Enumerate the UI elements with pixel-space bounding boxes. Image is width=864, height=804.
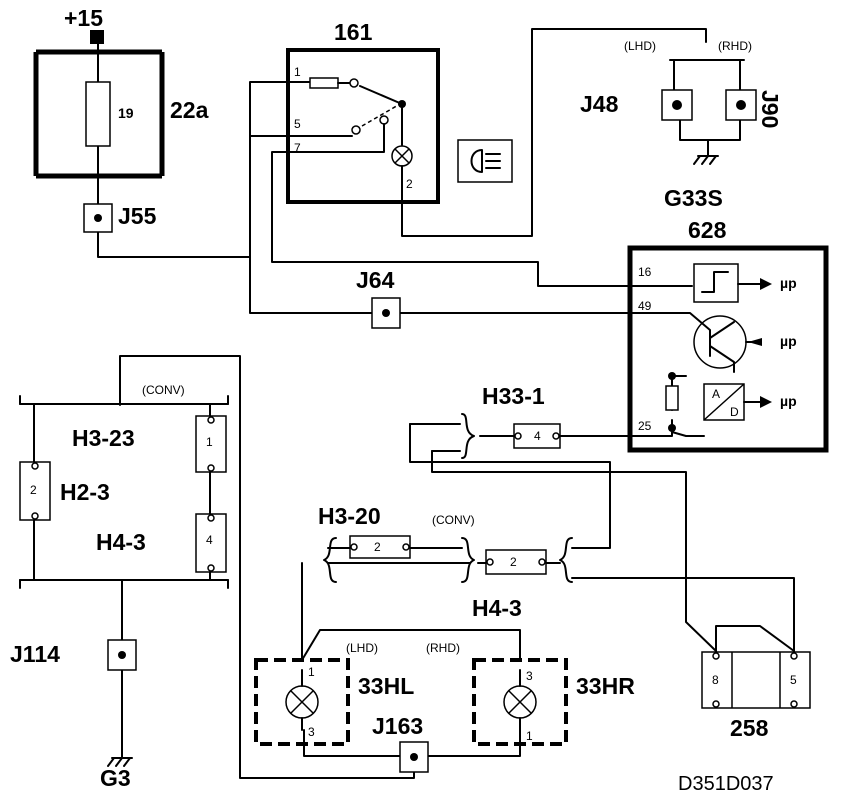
svg-text:(LHD): (LHD)	[624, 39, 656, 53]
j114-label: J114	[10, 641, 60, 667]
j55-label: J55	[118, 203, 157, 229]
svg-text:A: A	[712, 387, 720, 401]
svg-text:2: 2	[406, 177, 413, 191]
svg-text:49: 49	[638, 299, 652, 313]
h4-3-left-label: H4-3	[96, 529, 146, 555]
j48-label: J48	[580, 91, 619, 117]
ground-g3: G3	[100, 757, 133, 791]
svg-text:1: 1	[206, 435, 213, 449]
relay-label: 161	[334, 19, 373, 45]
wire-h33-h43	[409, 423, 611, 549]
h33-1-label: H33-1	[482, 383, 545, 409]
wire-h33-258	[431, 450, 717, 652]
svg-text:2: 2	[374, 540, 381, 554]
svg-text:µp: µp	[780, 393, 797, 409]
left-bus	[19, 403, 229, 581]
relay-161: 161 1 5 7 2	[286, 19, 440, 204]
ground-g33s-label: G33S	[664, 185, 723, 211]
lamps-33hl-33hr: (LHD) (RHD) 1 3 3 1 33HL 33HR	[254, 641, 635, 746]
wire-relay-2-j48	[401, 28, 707, 237]
module-628: 628 16 49 25 µp µp A D µp	[627, 217, 829, 453]
fuse-19-icon	[85, 81, 111, 147]
wire-relay-5-j64	[249, 135, 373, 314]
fuse-number: 19	[118, 105, 134, 121]
diagram-reference: D351D037	[678, 773, 774, 795]
svg-text:D: D	[730, 405, 739, 419]
svg-text:25: 25	[638, 419, 652, 433]
h4-3-right-label: H4-3	[472, 595, 522, 621]
j163-label: J163	[372, 713, 423, 739]
schmitt-trigger-icon	[693, 263, 739, 303]
wire-j48-j90-ground	[669, 59, 745, 157]
lamp-left-label: 33HL	[358, 673, 414, 699]
g3-label: G3	[100, 765, 131, 791]
svg-text:(LHD): (LHD)	[346, 641, 378, 655]
j64-label: J64	[356, 267, 395, 293]
svg-text:2: 2	[510, 555, 517, 569]
svg-text:µp: µp	[780, 333, 797, 349]
connector-j55: J55	[83, 203, 157, 233]
svg-text:µp: µp	[780, 275, 797, 291]
h3-20-label: H3-20	[318, 503, 381, 529]
resistor-icon	[665, 385, 679, 411]
fuse-block-22a: 19 22a	[33, 49, 209, 179]
left-connector-block: (CONV) 1 H3-23 2 H2-3 4 H4-3	[19, 383, 229, 589]
svg-text:1: 1	[308, 665, 315, 679]
svg-text:3: 3	[526, 669, 533, 683]
svg-text:1: 1	[294, 65, 301, 79]
wire-relay-7-628-16	[271, 151, 693, 287]
wire-h320-h43	[327, 547, 561, 564]
svg-text:5: 5	[294, 117, 301, 131]
wire-lamp-tops	[301, 562, 521, 661]
svg-text:7: 7	[294, 141, 301, 155]
supply-terminal: +15	[64, 5, 104, 44]
connectors-j48-j90: (LHD) (RHD) J48 J90 G33S	[580, 39, 783, 211]
supply-label: +15	[64, 5, 103, 31]
svg-text:8: 8	[712, 673, 719, 687]
wire-j163-left	[119, 355, 415, 779]
fuse-block-label: 22a	[170, 97, 209, 123]
svg-text:1: 1	[526, 729, 533, 743]
svg-text:4: 4	[534, 429, 541, 443]
h2-3-label: H2-3	[60, 479, 110, 505]
connectors-h3-20-h4-3: H3-20 (CONV) 2 2 H4-3	[318, 503, 573, 621]
module-label: 628	[688, 217, 727, 243]
relay-resistor-icon	[309, 77, 339, 89]
connector-j114: J114	[10, 639, 137, 671]
svg-text:(RHD): (RHD)	[426, 641, 460, 655]
wire-258-links	[571, 577, 795, 652]
h33-bracket-wires	[409, 423, 461, 452]
connector-258: 8 5 258	[701, 651, 811, 741]
svg-text:(RHD): (RHD)	[718, 39, 752, 53]
connector-j163: J163	[372, 713, 429, 773]
j90-label: J90	[757, 90, 783, 128]
connector-h33-1: H33-1 4	[461, 383, 561, 459]
svg-text:16: 16	[638, 265, 652, 279]
h3-23-label: H3-23	[72, 425, 135, 451]
svg-text:(CONV): (CONV)	[432, 513, 475, 527]
lamp-right-label: 33HR	[576, 673, 635, 699]
connector-j64: J64	[356, 267, 401, 329]
svg-text:5: 5	[790, 673, 797, 687]
wires	[19, 28, 795, 779]
svg-text:2: 2	[30, 483, 37, 497]
svg-text:4: 4	[206, 533, 213, 547]
svg-text:(CONV): (CONV)	[142, 383, 185, 397]
svg-text:3: 3	[308, 725, 315, 739]
headlamp-symbol-icon	[457, 139, 513, 183]
conn-258-label: 258	[730, 715, 769, 741]
